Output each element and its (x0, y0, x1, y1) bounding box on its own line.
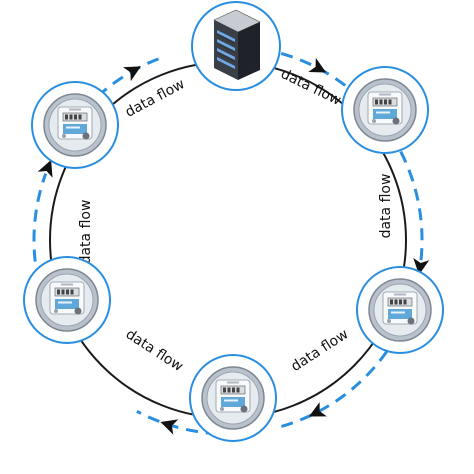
flow-label-bottom-right: data flow (288, 326, 351, 375)
flow-arrowhead (308, 402, 327, 417)
flow-label-left: data flow (78, 200, 94, 265)
flow-label-top-left: data flow (123, 76, 188, 121)
electric-meter-icon (353, 78, 417, 142)
node-meter-left-bottom (23, 256, 111, 344)
flow-label-bottom-left: data flow (123, 326, 186, 375)
electric-meter-icon (43, 93, 107, 157)
electric-meter-icon (35, 268, 99, 332)
flow-arrowhead (308, 57, 327, 73)
server-rack-icon (213, 9, 261, 81)
node-meter-left-top (31, 81, 119, 169)
flow-arrowhead (123, 66, 141, 82)
flow-arrowhead (37, 159, 53, 178)
node-meter-right-bottom (356, 266, 444, 354)
flow-arrowhead (160, 419, 179, 435)
electric-meter-icon (201, 366, 265, 430)
flow-arrows (37, 57, 430, 435)
electric-meter-icon (368, 278, 432, 342)
node-server (191, 1, 281, 91)
flow-label-top-right: data flow (278, 66, 343, 109)
flow-label-right: data flow (378, 174, 394, 239)
flow-arrowhead (413, 257, 430, 275)
dashed-flow-arc (274, 350, 389, 430)
node-meter-bottom (189, 354, 277, 442)
node-meter-right-top (341, 66, 429, 154)
dashed-flow-arc (389, 133, 424, 307)
